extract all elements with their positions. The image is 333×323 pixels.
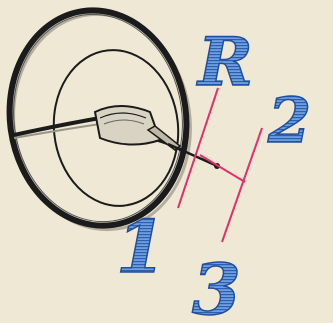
gear-label-first: 1 [116,204,166,289]
pattern-line-neutral [200,155,245,182]
gear-label-second: 2 [267,84,311,157]
gear-label-third: 3 [192,248,241,323]
gear-label-reverse: R [196,23,253,101]
pattern-line-second-third [222,128,262,242]
gear-label-group: R 2 1 3 [116,23,311,323]
steering-wheel-icon [0,0,220,241]
